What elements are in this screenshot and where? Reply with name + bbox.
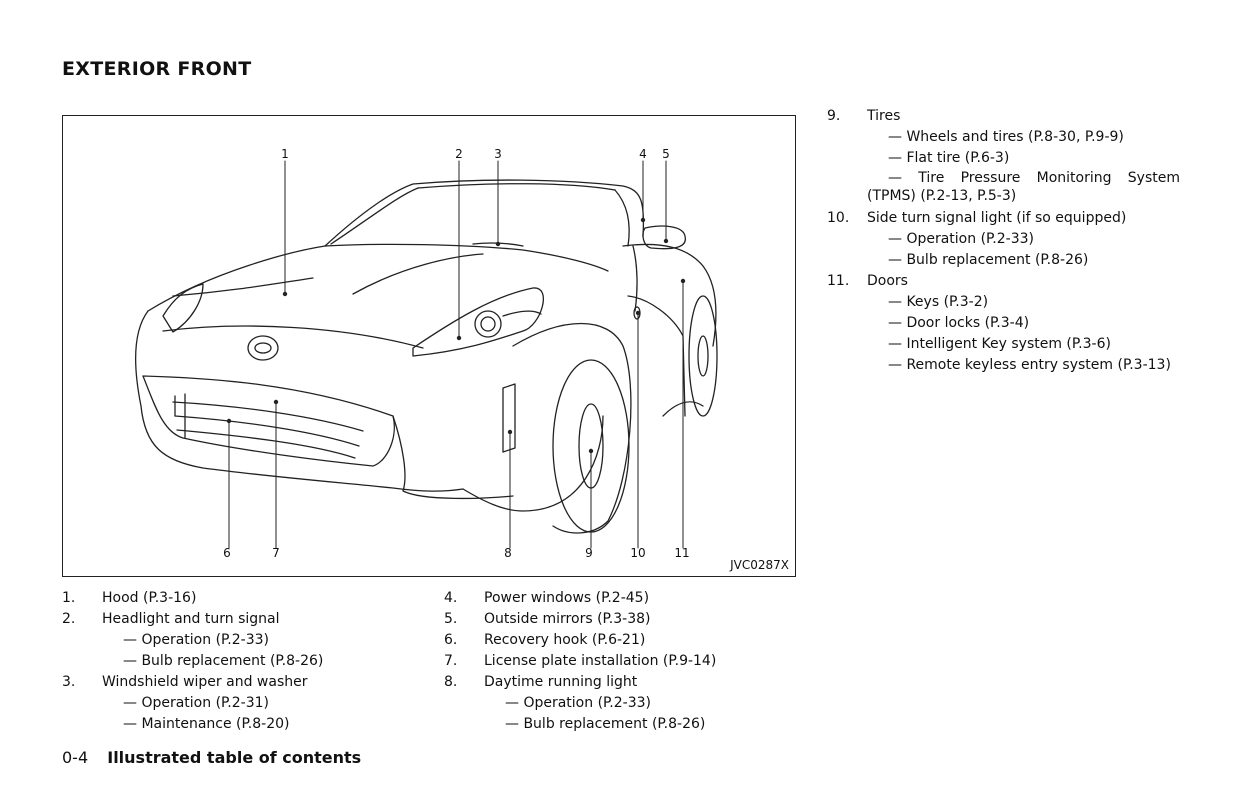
subitem-text: — Operation (P.2-33) — [505, 695, 651, 711]
item-text: Windshield wiper and washer — [102, 674, 308, 690]
list-item: 1. Hood (P.3-16) — [62, 588, 432, 609]
item-number: 7. — [444, 653, 458, 669]
list-subitem: — Wheels and tires (P.8-30, P.9-9) — [827, 127, 1180, 148]
list-item: 2. Headlight and turn signal — [62, 609, 432, 630]
car-front-drawing — [135, 160, 718, 549]
callout-11: 11 — [674, 546, 690, 560]
subitem-text: — Wheels and tires (P.8-30, P.9-9) — [888, 129, 1124, 145]
page-footer: 0-4 Illustrated table of contents — [62, 748, 361, 767]
item-text: Tires — [867, 108, 901, 124]
list-subitem: — Operation (P.2-33) — [444, 693, 794, 714]
subitem-text: — Operation (P.2-33) — [888, 231, 1034, 247]
callout-4: 4 — [639, 147, 647, 161]
subitem-text: — Intelligent Key system (P.3-6) — [888, 336, 1111, 352]
list-subitem: — Bulb replacement (P.8-26) — [444, 714, 794, 735]
item-number: 11. — [827, 273, 850, 289]
subitem-text: — Bulb replacement (P.8-26) — [123, 653, 324, 669]
subitem-text: — Maintenance (P.8-20) — [123, 716, 290, 732]
items-list-right: 9. Tires — Wheels and tires (P.8-30, P.9… — [827, 106, 1180, 376]
subitem-text: — Bulb replacement (P.8-26) — [888, 252, 1089, 268]
list-subitem: — Operation (P.2-33) — [827, 229, 1180, 250]
item-number: 5. — [444, 611, 458, 627]
subitem-text: — Flat tire (P.6-3) — [888, 150, 1010, 166]
list-subitem: — Intelligent Key system (P.3-6) — [827, 334, 1180, 355]
item-text: Daytime running light — [484, 674, 638, 690]
list-subitem: — Door locks (P.3-4) — [827, 313, 1180, 334]
item-number: 10. — [827, 210, 850, 226]
footer-title: Illustrated table of contents — [107, 748, 362, 767]
subitem-text: — Keys (P.3-2) — [888, 294, 989, 310]
callout-9: 9 — [585, 546, 593, 560]
subitem-text: — Remote keyless entry system (P.3-13) — [888, 357, 1171, 373]
list-item: 3. Windshield wiper and washer — [62, 672, 432, 693]
list-item: 10. Side turn signal light (if so equipp… — [827, 208, 1180, 229]
callout-5: 5 — [662, 147, 670, 161]
item-text: License plate installation (P.9-14) — [484, 653, 717, 669]
callout-10: 10 — [630, 546, 646, 560]
figure-code: JVC0287X — [730, 558, 789, 572]
list-subitem-wrapped: — Tire Pressure Monitoring System (TPMS)… — [867, 170, 1180, 204]
subitem-text: — Operation (P.2-33) — [123, 632, 269, 648]
item-text: Side turn signal light (if so equipped) — [867, 210, 1127, 226]
item-text: Outside mirrors (P.3-38) — [484, 611, 651, 627]
item-text: Headlight and turn signal — [102, 611, 280, 627]
item-text: Doors — [867, 273, 908, 289]
item-text: Recovery hook (P.6-21) — [484, 632, 646, 648]
callout-8: 8 — [504, 546, 512, 560]
callout-7: 7 — [272, 546, 280, 560]
callout-3: 3 — [494, 147, 502, 161]
list-subitem: — Maintenance (P.8-20) — [62, 714, 432, 735]
callout-1: 1 — [281, 147, 289, 161]
item-text: Hood (P.3-16) — [102, 590, 197, 606]
subitem-text: — Bulb replacement (P.8-26) — [505, 716, 706, 732]
list-item: 11. Doors — [827, 271, 1180, 292]
item-number: 2. — [62, 611, 76, 627]
list-subitem: — Remote keyless entry system (P.3-13) — [827, 355, 1180, 376]
list-item: 5. Outside mirrors (P.3-38) — [444, 609, 794, 630]
page-title: EXTERIOR FRONT — [62, 58, 252, 80]
list-subitem: — Operation (P.2-31) — [62, 693, 432, 714]
subitem-text: — Operation (P.2-31) — [123, 695, 269, 711]
list-item: 9. Tires — [827, 106, 1180, 127]
item-number: 8. — [444, 674, 458, 690]
callout-6: 6 — [223, 546, 231, 560]
list-item: 6. Recovery hook (P.6-21) — [444, 630, 794, 651]
item-number: 4. — [444, 590, 458, 606]
callout-2: 2 — [455, 147, 463, 161]
items-list-middle: 4. Power windows (P.2-45) 5. Outside mir… — [444, 588, 794, 735]
subitem-text: — Door locks (P.3-4) — [888, 315, 1030, 331]
page-number: 0-4 — [62, 748, 89, 767]
car-illustration-figure: 1 2 3 4 5 6 7 8 9 10 11 JVC0287X — [62, 115, 796, 577]
list-subitem: — Flat tire (P.6-3) — [827, 148, 1180, 169]
list-subitem: — Bulb replacement (P.8-26) — [62, 651, 432, 672]
list-item: 8. Daytime running light — [444, 672, 794, 693]
item-text: Power windows (P.2-45) — [484, 590, 650, 606]
item-number: 1. — [62, 590, 76, 606]
list-subitem: — Bulb replacement (P.8-26) — [827, 250, 1180, 271]
item-number: 3. — [62, 674, 76, 690]
list-subitem: — Operation (P.2-33) — [62, 630, 432, 651]
items-list-left: 1. Hood (P.3-16) 2. Headlight and turn s… — [62, 588, 432, 735]
list-item: 4. Power windows (P.2-45) — [444, 588, 794, 609]
item-number: 6. — [444, 632, 458, 648]
list-subitem: — Keys (P.3-2) — [827, 292, 1180, 313]
list-item: 7. License plate installation (P.9-14) — [444, 651, 794, 672]
item-number: 9. — [827, 108, 841, 124]
